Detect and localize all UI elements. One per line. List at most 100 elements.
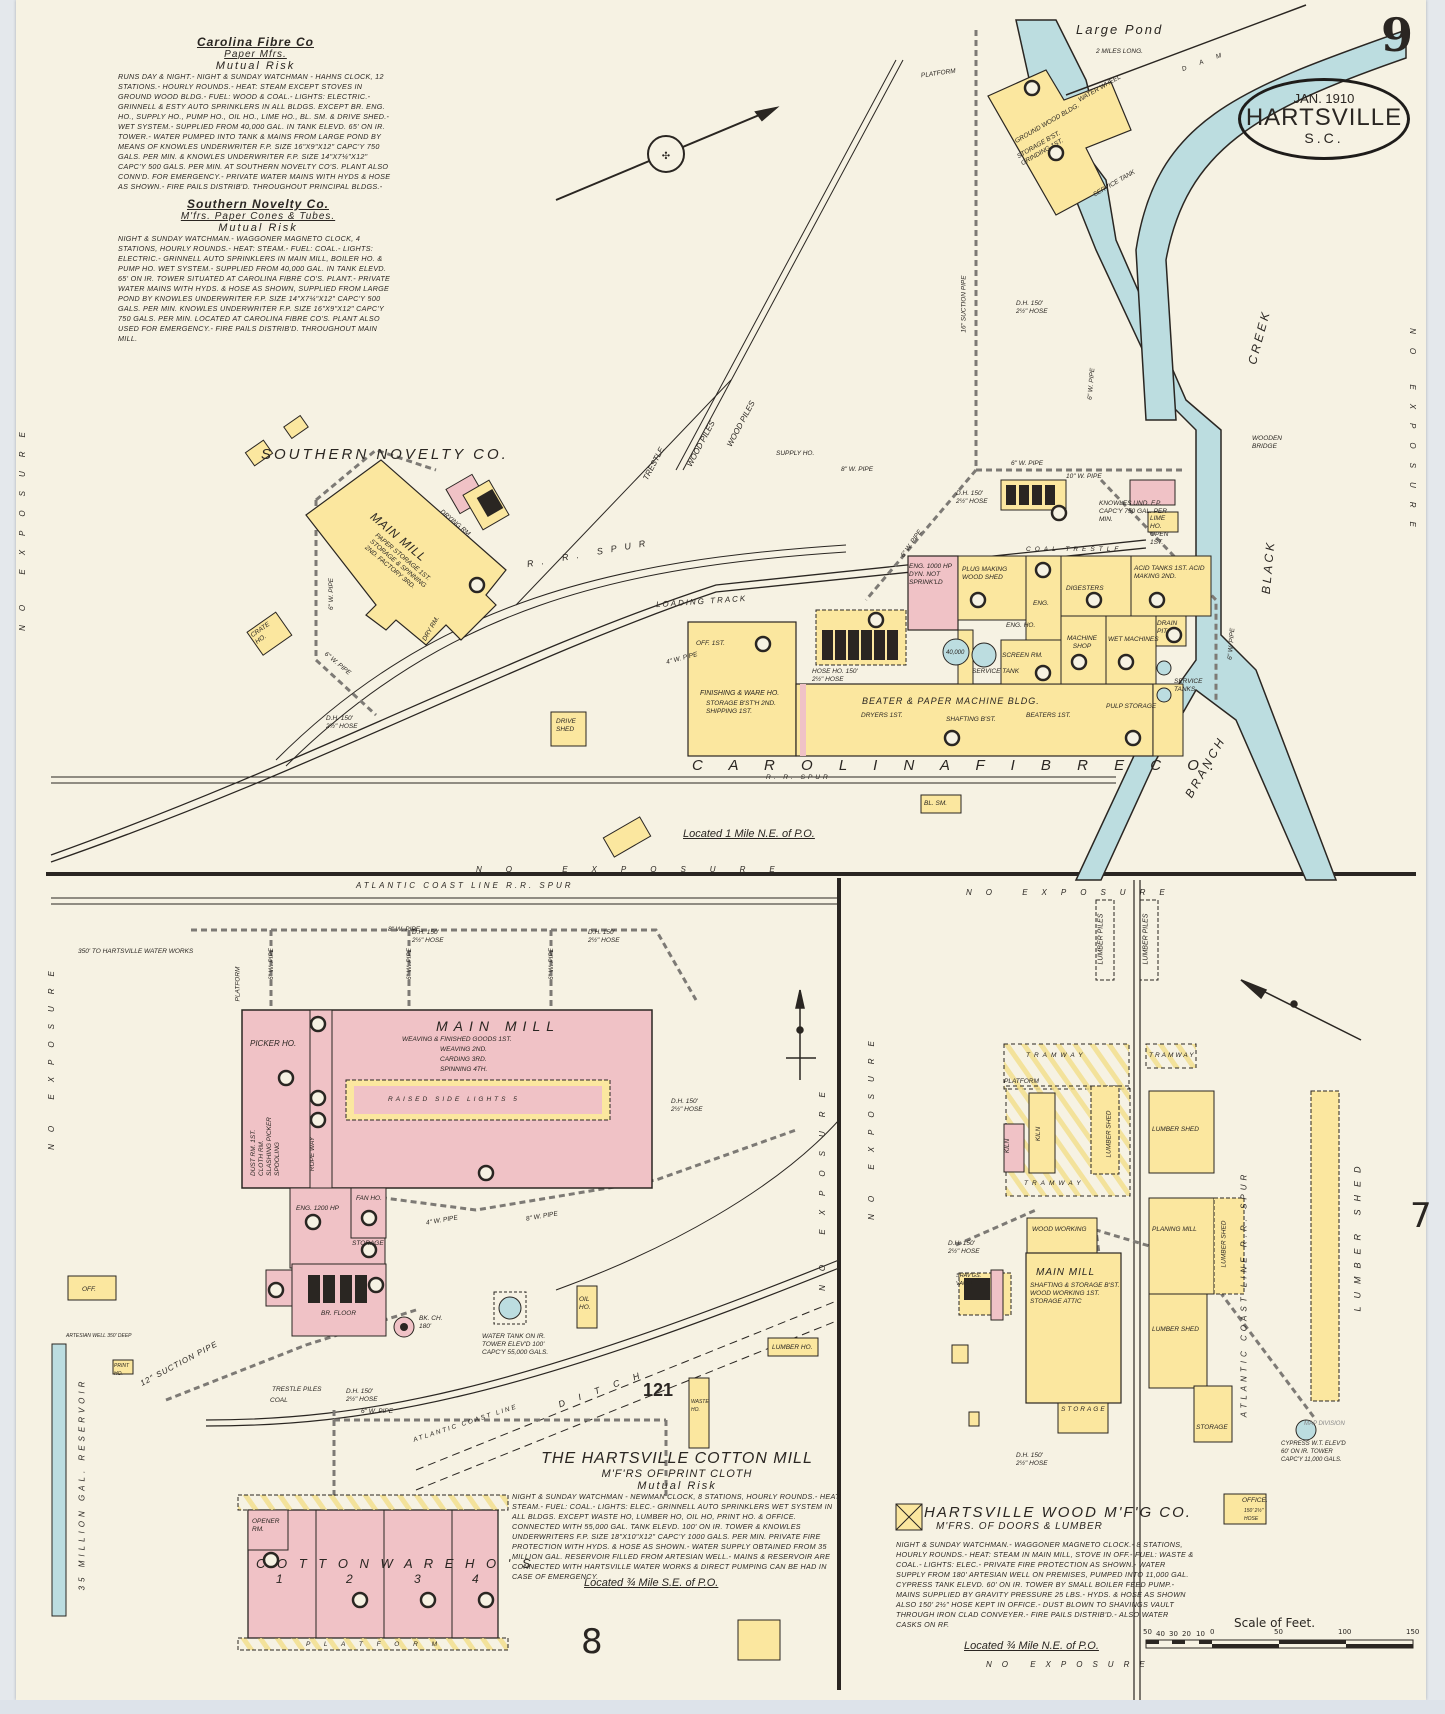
note-carolina-fibre: Carolina Fibre Co Paper Mfrs. Mutual Ris… [118,35,393,192]
label-lumber-piles-1: Lumber Piles [1097,913,1105,965]
adjacent-sheet-8[interactable]: 8 [581,1622,603,1662]
label-off: Off. 1st. [696,640,725,647]
label-dryers: Dryers 1st. [861,712,903,719]
ware-number-4: 4 [472,1572,480,1586]
label-platform-v: Platform [234,966,242,1002]
label-picker-ho: Picker Ho. [250,1039,297,1048]
label-dh-hose-cm: D.H. 150' 2½" Hose [412,929,444,944]
note-southern-novelty: Southern Novelty Co. M'frs. Paper Cones … [118,197,398,344]
label-drain-pit: Drain Pit [1157,620,1178,635]
label-reservoir: 35 Million Gal. Reservoir [77,1377,87,1591]
adjacent-sheet-7[interactable]: 7 [1410,1196,1432,1236]
scale-tick: 150 [1406,1628,1420,1636]
label-lumber-piles-2: Lumber Piles [1142,913,1150,965]
state-name: S.C. [1304,130,1344,146]
label-plug-making: Plug Making Wood Shed [962,566,1008,581]
label-no-exposure-right: No Exposure [1407,328,1417,541]
label-dh-hose-wm: D.H. 150' 2½" Hose [1016,1452,1048,1467]
label-acid-tanks: Acid Tanks 1st. Acid Making 2nd. [1134,565,1205,580]
label-cotton-ware: C O T T O N W A R E H O ' S [256,1556,535,1571]
label-map-division: Map Division [1304,1421,1345,1427]
ware-number-3: 3 [414,1572,422,1586]
label-lumber-shed-2: Lumber Shed [1152,1126,1199,1133]
beater-paper-machine-bldg [795,683,1154,757]
north-arrow-top: ✣ [555,106,780,201]
ground-wood-bldg [987,69,1132,216]
label-trestle-piles: Trestle Piles [272,1386,322,1393]
label-platform-bottom: P L A T F O R M [306,1641,444,1648]
label-shavings-vault: Shav'gs. Vault [956,1273,982,1287]
note-body-wood-mfg: Night & Sunday watchman.- Waggoner magne… [896,1540,1194,1629]
map-geometry: ✣ [46,4,1416,1700]
block-number: 121 [643,1380,674,1400]
scale-tick: 40 [1156,1630,1165,1638]
label-finishing-sub: Storage B'st'h 2nd. Shipping 1st. [706,700,776,715]
label-no-exposure-left: No Exposure [17,418,27,631]
label-drive-shed: Drive Shed [556,718,576,733]
label-6w-pipe-top: 6" W. Pipe [1011,460,1044,467]
label-10w-pipe: 10" W. Pipe [1066,473,1102,480]
label-dh-hose-cm4: D.H. 150' 2½" Hose [346,1388,378,1403]
label-supply-ho: Supply Ho. [776,450,815,457]
label-floor-3: Carding 3rd. [440,1056,487,1063]
note-risk: Mutual Risk [215,60,296,72]
wm-main-mill [1025,1252,1122,1404]
note-title: The Hartsville Cotton Mill [541,1450,813,1467]
svg-text:✣: ✣ [662,151,670,162]
label-pond-length: 2 Miles Long. [1096,48,1143,55]
note-body: Night & Sunday watchman.- Waggoner magne… [118,234,391,343]
label-dh-hose-2: D.H. 150' 2½" Hose [1016,300,1048,315]
cotton-ware-houses [247,1509,499,1639]
label-water-tank: Water Tank on Ir. Tower Elev'd 100' Capc… [482,1333,549,1356]
label-knowles: Knowles Und. F.P. Capc'y 750 Gal. per Mi… [1099,500,1167,523]
label-screen-rm: Screen Rm. [1002,652,1043,659]
label-office: Office. [1242,1497,1268,1504]
note-risk: Mutual Risk [637,1480,717,1492]
label-6w-pipe-cm4: 6" W. Pipe [361,1408,394,1415]
label-8w-pipe-top: 8" W. Pipe [841,466,874,473]
label-kiln-1: Kiln [1004,1138,1012,1154]
label-beater-bldg: Beater & Paper Machine Bldg. [862,696,1040,706]
note-wood-mfg: Hartsville Wood M'f'g Co. M'frs. of Door… [924,1504,1199,1532]
label-floor-1: Weaving & Finished Goods 1st. [402,1036,512,1043]
note-title: Hartsville Wood M'f'g Co. [924,1504,1192,1521]
label-no-exposure-cm-right: No Exposure [817,1078,827,1291]
scale-tick: 50 [1143,1628,1152,1636]
label-bl-sm: Bl. Sm. [924,800,948,807]
label-digesters: Digesters [1066,585,1104,592]
label-platform-wm: Platform [1004,1078,1039,1085]
label-coal-trestle: Coal Trestle [1026,546,1123,553]
label-dh-hose-wm2: D.H. 150' 2½" Hose [948,1240,980,1255]
label-no-exposure-top: No Exposure [476,865,799,874]
label-no-exposure-wm: No Exposure [966,888,1179,897]
label-southern-novelty: Southern Novelty Co. [261,446,509,463]
note-subtitle: M'frs. Paper Cones & Tubes. [180,211,336,222]
label-located-fibre: Located 1 Mile N.E. of P.O. [683,828,815,840]
city-name: HARTSVILLE [1245,104,1403,131]
label-rr-spur-bottom: R. R. Spur [766,774,831,781]
label-kiln-2: Kiln [1035,1126,1043,1142]
sanborn-map-sheet: ✣ [16,0,1432,1700]
label-large-pond: Large Pond [1076,22,1164,37]
label-located-wood: Located ¾ Mile N.E. of P.O. [964,1640,1099,1652]
label-water-works: 350' to Hartsville Water Works [78,948,194,955]
label-no-exposure-cm-left: No Exposure [46,959,56,1150]
note-subtitle: M'frs. of Doors & Lumber [936,1521,1103,1532]
label-lumber-shed-1: Lumber Shed [1105,1110,1113,1158]
scale-title: Scale of Feet. [1234,1616,1316,1630]
label-dh-hose-sn: D.H. 150' 2½" Hose [326,715,358,730]
label-no-exposure-bottom: No Exposure [986,1660,1155,1669]
title-block: JAN. 1910 HARTSVILLE S.C. [1238,78,1410,160]
label-print-ho: Print Ho. [114,1363,129,1377]
note-risk: Mutual Risk [218,222,298,234]
note-body: Runs day & night.- Night & Sunday watchm… [118,72,391,191]
scale-bar [1145,1639,1414,1649]
sprinkler-markers [262,79,1183,1609]
label-lime-ho: Lime Ho. Open 1st. [1150,515,1169,546]
label-tank-40000: 40,000 [946,650,965,656]
scale-tick: 50 [1274,1628,1283,1636]
note-body: Night & Sunday watchman - Newman clock, … [512,1492,842,1581]
label-lumber-shed-3: Lumber Shed [1220,1220,1228,1268]
label-shafting: Shafting B'st. [946,716,996,723]
label-acl-spur: Atlantic Coast Line R.R. Spur [356,881,574,890]
